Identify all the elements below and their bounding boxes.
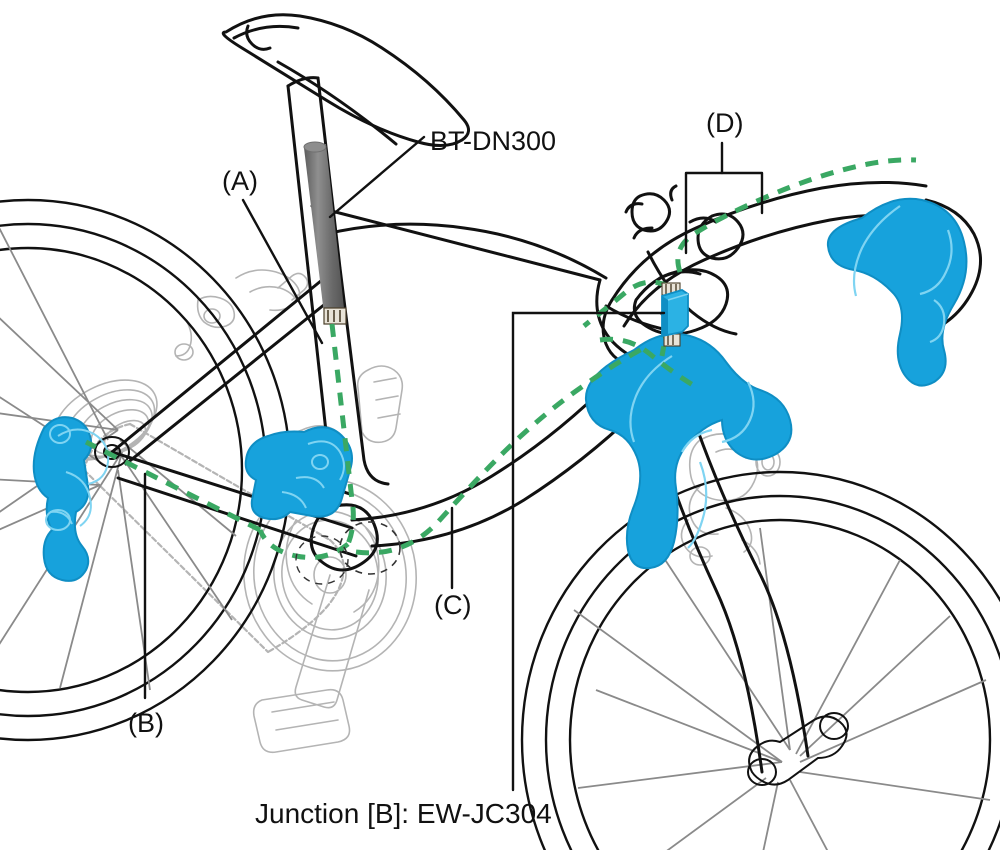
bottom-bracket-reference-circle	[295, 521, 401, 585]
down-tube	[350, 368, 650, 548]
bracket-d	[684, 171, 764, 255]
right-shift-brake-lever[interactable]	[826, 197, 968, 387]
di2-wiring	[84, 157, 917, 560]
wire-seat-tube	[329, 323, 356, 545]
left-shift-brake-lever[interactable]	[584, 332, 793, 570]
wire-down-tube	[355, 343, 650, 556]
top-tube	[310, 204, 608, 282]
junction-b-label: Junction [B]: EW-JC304	[255, 798, 552, 829]
crankset-ghost	[252, 365, 404, 754]
battery-label: BT-DN300	[430, 126, 557, 156]
callout-label-d: (D)	[706, 108, 744, 138]
wire-to-junction-box	[659, 299, 675, 357]
bottom-bracket	[309, 503, 379, 572]
battery-bt-dn300	[303, 141, 344, 314]
wire-chainstay	[84, 439, 262, 533]
callout-label-a: (A)	[222, 166, 258, 196]
rear-hub	[94, 436, 130, 468]
junction-box-pins	[661, 282, 681, 347]
front-wheel-spokes	[573, 527, 991, 850]
leader-junction-b	[511, 311, 666, 792]
headset-spacer	[688, 216, 718, 224]
front-hub	[747, 712, 849, 786]
callout-label-c: (C)	[434, 590, 472, 620]
front-wheel	[520, 470, 1000, 850]
leader-battery	[328, 135, 426, 219]
front-derailleur[interactable]	[244, 426, 353, 521]
rear-brake-caliper-ghost	[174, 269, 309, 361]
callout-leader-lines	[143, 135, 764, 792]
seatstay	[110, 278, 332, 466]
wire-left-lever	[599, 336, 700, 391]
battery-connector	[323, 307, 347, 325]
junction-box-ew-jc304[interactable]	[661, 289, 689, 338]
callout-label-b: (B)	[128, 708, 164, 738]
leader-a	[241, 198, 324, 345]
wire-bottom-bracket	[257, 528, 350, 560]
rear-derailleur[interactable]	[32, 416, 110, 582]
saddle	[221, 13, 470, 147]
